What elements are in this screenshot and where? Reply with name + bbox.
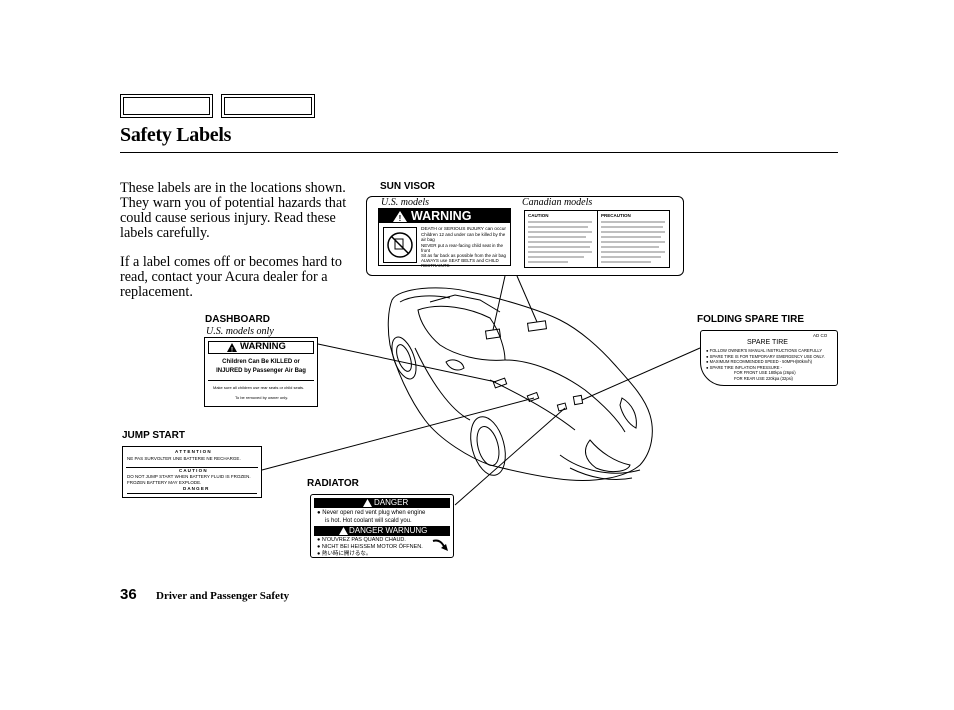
jump-start-label: A T T E N T I O N NE PAS SURVOLTER UNE B…: [122, 446, 262, 498]
dashboard-heading: DASHBOARD: [205, 314, 270, 325]
precaution-title: PRECAUTION: [601, 213, 631, 218]
no-child-seat-icon: [383, 227, 417, 263]
radiator-line-2: is hot. Hot coolant will scald you.: [325, 518, 412, 524]
jump-line-en: DO NOT JUMP START WHEN BATTERY FLUID IS …: [127, 474, 251, 479]
section-title: Driver and Passenger Safety: [156, 590, 290, 602]
precaution-fine-print: [601, 221, 665, 263]
dashboard-warning-label: ! WARNING Children Can Be KILLED or INJU…: [204, 337, 318, 407]
sun-visor-us-caption: U.S. models: [381, 197, 430, 208]
dashboard-removal: To be removed by owner only.: [235, 395, 289, 400]
page-number: 36: [120, 586, 137, 603]
jump-start-heading: JUMP START: [122, 430, 185, 441]
spare-item-3: ● MAXIMUM RECOMMENDED SPEED - 50MPH(80km…: [706, 359, 812, 364]
us-death-line: DEATH or SERIOUS INJURY can occur: [421, 227, 507, 232]
spare-title: SPARE TIRE: [747, 339, 788, 346]
caution-fine-print: [528, 221, 592, 263]
us-line-2: NEVER put a rear-facing child seat in th…: [421, 242, 504, 253]
dashboard-line-1: Children Can Be KILLED or: [222, 359, 300, 365]
sun-visor-canadian-caption: Canadian models: [522, 197, 593, 208]
spare-item-1: ● FOLLOW OWNER'S MANUAL INSTRUCTIONS CAR…: [706, 348, 823, 353]
page-title: Safety Labels: [120, 124, 232, 146]
spare-tire-label: AD CO SPARE TIRE ● FOLLOW OWNER'S MANUAL…: [700, 330, 838, 386]
radiator-jp: ● 熱い時に開けるな。: [317, 550, 372, 557]
spare-item-4: ● SPARE TIRE INFLATION PRESSURE -: [706, 364, 782, 370]
radiator-fr: ● N'OUVREZ PAS QUAND CHAUD.: [317, 537, 406, 543]
steam-arrow-icon: [432, 539, 448, 551]
jump-caution: C A U T I O N: [179, 468, 207, 473]
jump-attention: A T T E N T I O N: [175, 449, 211, 454]
svg-text:!: !: [399, 214, 402, 222]
danger-triangle-icon: [363, 499, 372, 507]
us-line-3: Sit as far back as possible from the air…: [421, 253, 507, 259]
spare-rear: FOR REAR USE 220kpa (32psi): [734, 375, 793, 381]
svg-text:!: !: [231, 348, 233, 353]
sun-visor-label-frame: [366, 196, 684, 276]
header-tab-right: [221, 94, 315, 118]
jump-line-en-2: FROZEN BATTERY MAY EXPLODE.: [127, 480, 202, 485]
us-line-1: Children 12 and under can be killed by t…: [421, 232, 506, 243]
danger-triangle-icon-2: [339, 527, 348, 535]
folding-spare-heading: FOLDING SPARE TIRE: [697, 314, 805, 325]
canadian-caution-label: CAUTION PRECAUTION: [524, 210, 670, 268]
spare-front: FOR FRONT USE 180kpa (26psi): [734, 370, 796, 375]
radiator-de: ● NICHT BEI HEISSEM MOTOR ÖFFNEN.: [317, 543, 423, 550]
dashboard-line-2: INJURED by Passenger Air Bag: [216, 368, 306, 374]
replacement-paragraph: If a label comes off or becomes hard to …: [120, 254, 342, 300]
caution-title: CAUTION: [528, 213, 549, 218]
title-rule: [120, 152, 838, 153]
warning-triangle-icon: !: [393, 211, 407, 222]
radiator-danger-title: DANGER: [374, 498, 409, 507]
header-tab-left: [120, 94, 213, 118]
sun-visor-heading: SUN VISOR: [380, 181, 436, 192]
us-airbag-warning-label: ! WARNING DEATH or SERIOUS INJURY can oc…: [378, 208, 511, 269]
jump-danger: D A N G E R: [183, 486, 209, 491]
us-warning-banner: [379, 209, 510, 223]
radiator-line-1: ● Never open red vent plug when engine: [317, 510, 426, 516]
us-line-4: ALWAYS use SEAT BELTS and CHILD RESTRAIN…: [421, 258, 499, 269]
dashboard-caption: U.S. models only: [206, 326, 274, 337]
radiator-danger-warnung: DANGER WARNUNG: [349, 526, 428, 535]
radiator-heading: RADIATOR: [307, 478, 359, 489]
dashboard-note: Make sure all children use rear seats or…: [213, 385, 305, 390]
intro-paragraph: These labels are in the locations shown.…: [120, 180, 347, 241]
spare-item-2: ● SPARE TIRE IS FOR TEMPORARY EMERGENCY …: [706, 353, 825, 359]
warning-triangle-icon: !: [227, 343, 237, 352]
us-warning-title: WARNING: [411, 209, 472, 223]
radiator-danger-label: DANGER ● Never open red vent plug when e…: [310, 494, 454, 558]
jump-line-fr: NE PAS SURVOLTER UNE BATTERIE NE RECHARG…: [127, 456, 241, 461]
spare-code: AD CO: [813, 333, 828, 338]
dashboard-warning-title: WARNING: [240, 341, 286, 352]
